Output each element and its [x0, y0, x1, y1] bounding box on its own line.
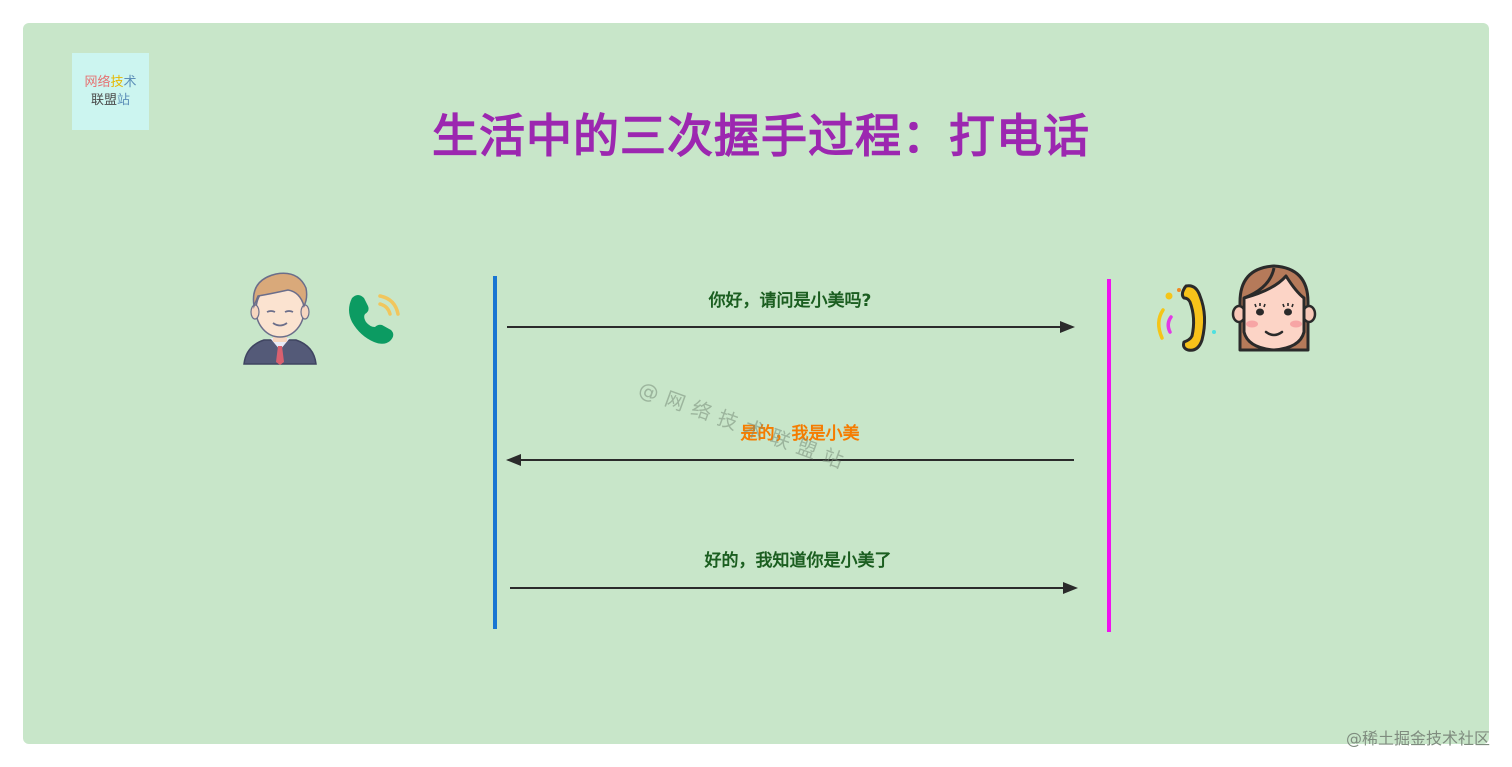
logo-row-2: 联 盟 站: [91, 92, 130, 110]
logo-char: 网: [84, 74, 98, 90]
logo-char: 站: [117, 92, 131, 108]
message-1-label: 你好，请问是小美吗?: [708, 291, 872, 311]
logo-row-1: 网 络 技 术: [84, 74, 136, 92]
man-avatar-icon: [243, 272, 317, 365]
diagram-panel: [23, 23, 1489, 744]
woman-avatar-icon: [1231, 264, 1317, 352]
logo-char: 联: [90, 92, 104, 108]
message-3-label: 好的，我知道你是小美了: [704, 551, 892, 571]
arrow-left-icon: [506, 454, 521, 466]
footer-credit: @稀土掘金技术社区: [1345, 729, 1490, 748]
arrow-right-icon: [1060, 321, 1075, 333]
logo-char: 技: [110, 74, 124, 90]
message-2-label: 是的，我是小美: [740, 424, 860, 444]
logo-char: 盟: [103, 92, 117, 108]
logo: 网 络 技 术 联 盟 站: [72, 53, 149, 130]
arrow-right-icon: [1063, 582, 1078, 594]
logo-char: 术: [123, 74, 137, 90]
green-phone-icon: [349, 294, 400, 344]
message-3-arrow: [510, 587, 1065, 589]
caller-lifeline: [493, 276, 497, 629]
logo-char: 络: [97, 74, 111, 90]
message-2-arrow: [520, 459, 1074, 461]
diagram-title: 生活中的三次握手过程：打电话: [432, 109, 1090, 163]
message-1-arrow: [507, 326, 1062, 328]
ringing-phone-icon: [1157, 284, 1216, 352]
callee-lifeline: [1107, 279, 1111, 632]
